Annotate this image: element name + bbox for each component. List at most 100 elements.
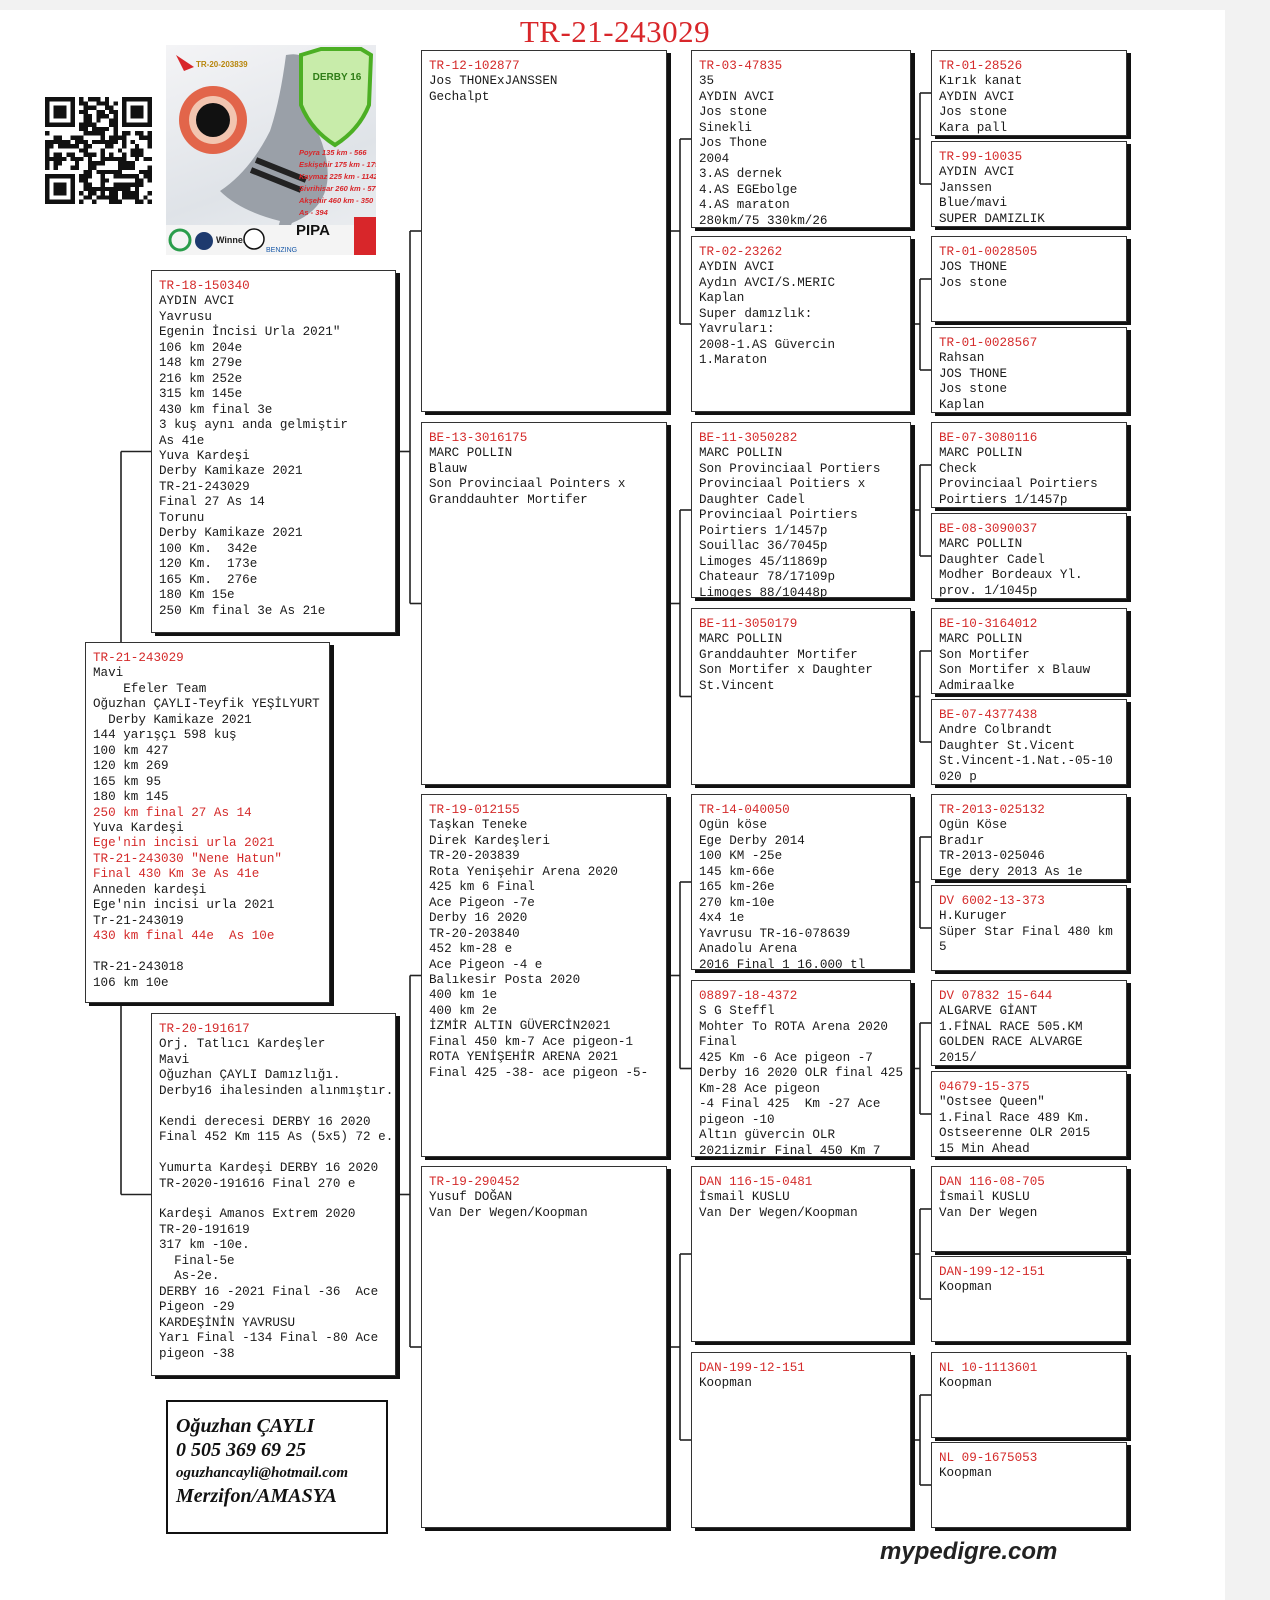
pedigree-line: MARC POLLIN (939, 537, 1023, 552)
flag-icon (176, 55, 194, 71)
pedigree-line: Km-28 Ace pigeon (699, 1081, 820, 1096)
pedigree-line: Final 430 Km 3e As 41e (93, 867, 260, 882)
pedigree-line: Efeler Team (93, 681, 207, 696)
pedigree-line: 2021izmir Final 450 Km 7 (699, 1143, 881, 1157)
pedigree-line: 106 km 10e (93, 975, 169, 990)
pedigree-line: Ogün köse (699, 818, 768, 833)
pedigree-line: Final (699, 1035, 737, 1050)
pedigree-line: Final-5e (159, 1253, 235, 1268)
pedigree-line: Ogün Köse (939, 818, 1008, 833)
ring-number: BE-13-3016175 (429, 431, 528, 445)
pedigree-line: Ace Pigeon -4 e (429, 957, 543, 972)
pedigree-line: Yarı Final -134 Final -80 Ace (159, 1331, 379, 1346)
ring-number: TR-01-28526 (939, 59, 1023, 73)
pedigree-line: Daughter St.Vicent (939, 738, 1076, 753)
pedigree-line: Check (939, 461, 977, 476)
pedigree-line: Kendi derecesi DERBY 16 2020 (159, 1114, 371, 1129)
pedigree-line: Pigeon -29 (159, 1300, 235, 1315)
pedigree-line: Granddauhter Mortifer (699, 647, 858, 662)
pedigree-line: Andre Colbrandt (939, 723, 1053, 738)
pedigree-line: KARDEŞİNİN YAVRUSU (159, 1315, 296, 1330)
pedigree-line: Derby Kamikaze 2021 (159, 526, 303, 541)
breeder-phone[interactable]: 0 505 369 69 25 (176, 1439, 306, 1461)
pedigree-line: TR-20-203840 (429, 926, 520, 941)
pedigree-line: Derby Kamikaze 2021 (93, 712, 252, 727)
pedigree-line: Anadolu Arena (699, 942, 798, 957)
pedigree-line: 430 km final 3e (159, 402, 273, 417)
pedigree-line: Son Provinciaal Pointers x (429, 477, 626, 492)
pedigree-line: pigeon -38 (159, 1346, 235, 1361)
pedigree-line: Süper Star Final 480 km (939, 924, 1113, 939)
pedigree-line: Koopman (939, 1466, 992, 1481)
sponsor-logo: PIPA (296, 222, 330, 239)
pedigree-line: 180 km 145 (93, 790, 169, 805)
pedigree-line: Provinciaal Poirtiers (699, 508, 858, 523)
site-footer-link[interactable]: mypedigre.com (880, 1538, 1058, 1565)
qr-code[interactable] (45, 97, 152, 204)
pedigree-line: Jos Thone (699, 136, 768, 151)
pedigree-line: AYDIN AVCI (939, 165, 1015, 180)
pedigree-line: 1.FİNAL RACE 505.KM (939, 1019, 1083, 1034)
pedigree-line: prov. 1/1045p (939, 583, 1038, 598)
pedigree-line: Jos stone (939, 382, 1008, 397)
pedigree-line: Son Provinciaal Portiers (699, 461, 881, 476)
pedigree-line: Son Mortifer (939, 647, 1030, 662)
pedigree-line: Van Der Wegen (939, 1205, 1038, 1220)
pedigree-line: 250 Km final 3e As 21e (159, 603, 326, 618)
pedigree-line: Mohter To ROTA Arena 2020 (699, 1019, 888, 1034)
pedigree-line: Ace Pigeon -7e (429, 895, 535, 910)
pedigree-line: MARC POLLIN (939, 632, 1023, 647)
great-great-grandparent-box[interactable]: 04679-15-375"Ostsee Queen"1.Final Race 4… (931, 1071, 1127, 1157)
pedigree-line: 2008-1.AS Güvercin (699, 337, 836, 352)
pedigree-line: Final 425 -38- ace pigeon -5- (429, 1065, 649, 1080)
ring-number: NL 10-1113601 (939, 1361, 1038, 1375)
pedigree-line: 148 km 279e (159, 356, 243, 371)
ring-number: TR-18-150340 (159, 279, 250, 293)
pedigree-line: Yavrusu (159, 309, 212, 324)
breeder-email[interactable]: oguzhancayli@hotmail.com (176, 1465, 349, 1481)
pedigree-line: 100 Km. 342e (159, 541, 258, 556)
ring-number: DAN-199-12-151 (699, 1361, 805, 1375)
pedigree-line: Chateaur 78/17109p (699, 570, 836, 585)
pedigree-line: 2015/ (939, 1050, 977, 1065)
ring-number: DAN 116-15-0481 (699, 1175, 813, 1189)
pedigree-line: Kaplan (699, 291, 745, 306)
pedigree-line: Ostseerenne OLR 2015 (939, 1126, 1091, 1141)
pedigree-line: H.Kuruger (939, 909, 1008, 924)
pedigree-line: As 41e (159, 433, 205, 448)
pedigree-line: Van Der Wegen/Koopman (429, 1205, 588, 1220)
pedigree-line: 15 Min Ahead (939, 1141, 1030, 1156)
pedigree-line: 270 km-10e (699, 895, 775, 910)
pedigree-line: Jos THONExJANSSEN (429, 74, 558, 89)
